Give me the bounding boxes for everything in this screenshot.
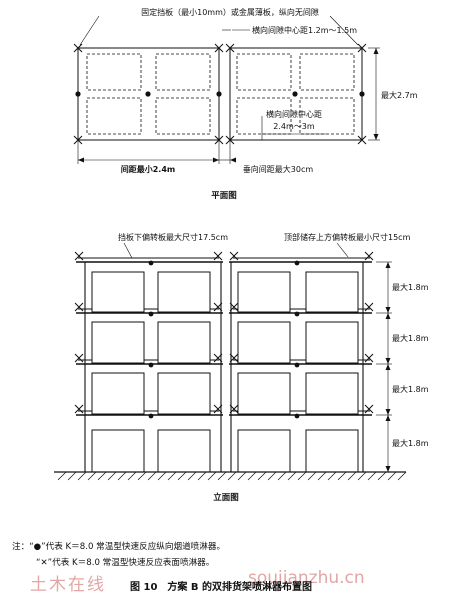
elevation-tier-height-3: 最大1.8m [392, 384, 429, 394]
elevation-flue-sprinkler-icons [148, 260, 300, 419]
watermark-right: soujianzhu.cn [248, 568, 365, 588]
plan-flue-sprinkler-icons [75, 91, 365, 97]
elevation-uprights [84, 262, 364, 472]
ground-hatching [57, 471, 407, 481]
elevation-face-sprinkler-icons [74, 251, 374, 414]
elevation-view: 挡板下偏转板最大尺寸17.5cm 顶部储存上方偏转板最小尺寸15cm 最大1.8… [54, 232, 429, 503]
elevation-dimension-lines [376, 261, 392, 473]
figure-caption: 图 10 方案 B 的双排货架喷淋器布置图 [130, 582, 312, 593]
elevation-tier-height-4: 最大1.8m [392, 438, 429, 448]
plan-max-height-label: 最大2.7m [381, 90, 418, 100]
note-line-1: 注：“●”代表 K＝8.0 常温型快速反应纵向烟道喷淋器。 [12, 540, 225, 552]
elevation-leader-lines [123, 242, 349, 259]
plan-vertical-spacing-label: 垂向间距最大30cm [243, 164, 314, 174]
plan-transverse-spacing-label: 横向间隙中心距1.2m～1.5m [252, 25, 357, 35]
plan-title: 平面图 [211, 191, 237, 201]
plan-pallet-loads [86, 53, 355, 135]
elevation-dimension-arrows [385, 262, 391, 472]
elevation-storage-boxes [91, 271, 359, 473]
elevation-top-storage-label: 顶部储存上方偏转板最小尺寸15cm [284, 232, 411, 242]
elevation-baffle-label: 挡板下偏转板最大尺寸17.5cm [118, 232, 228, 242]
elevation-tier-height-2: 最大1.8m [392, 333, 429, 343]
plan-min-spacing-label: 间距最小2.4m [121, 164, 176, 174]
plan-dimension-lines [77, 47, 380, 164]
elevation-tier-height-1: 最大1.8m [392, 282, 429, 292]
elevation-title: 立面图 [213, 492, 239, 503]
note-line-2: “✕”代表 K＝8.0 常温型快速反应表面喷淋器。 [36, 558, 215, 568]
plan-flue-spacing-line1: 横向间隙中心距 [266, 109, 322, 119]
watermark-left: 土木在线 [30, 575, 106, 595]
plan-leader-lines [79, 15, 359, 46]
plan-view: 固定挡板（最小10mm）或金属薄板，纵向无间隙 横向间隙中心距1.2m～1.5m… [73, 7, 418, 201]
plan-flue-spacing-line2: 2.4m～3m [273, 122, 315, 131]
note-prefix: 注： [12, 542, 30, 552]
plan-dimension-arrows [78, 48, 379, 163]
plan-top-label: 固定挡板（最小10mm）或金属薄板，纵向无间隙 [141, 7, 319, 17]
note-flue-sprinkler-text: “●”代表 K＝8.0 常温型快速反应纵向烟道喷淋器。 [29, 542, 226, 552]
